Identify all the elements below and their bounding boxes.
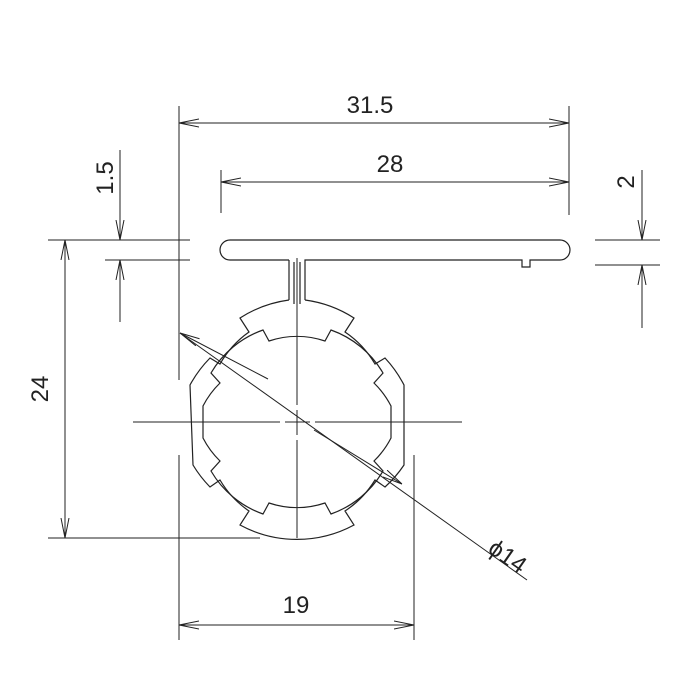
dim-bore-diameter: ϕ14 bbox=[483, 534, 531, 579]
dim-line-diameter bbox=[179, 332, 528, 581]
extension-lines bbox=[48, 106, 660, 640]
dim-flange-thickness: 1.5 bbox=[92, 161, 119, 194]
dim-tube-width: 19 bbox=[283, 592, 310, 619]
inner-bore bbox=[202, 329, 392, 515]
dim-total-height: 24 bbox=[27, 376, 54, 403]
dim-overall-width: 31.5 bbox=[347, 92, 394, 119]
top-flange bbox=[219, 239, 571, 300]
dimension-lines bbox=[65, 123, 642, 625]
outer-tube bbox=[189, 299, 405, 541]
dim-lip-height: 2 bbox=[613, 175, 640, 188]
profile-outline bbox=[189, 239, 571, 541]
dim-flange-width: 28 bbox=[377, 151, 404, 178]
dimension-texts: 31.5 28 1.5 2 24 19 ϕ14 bbox=[27, 92, 640, 619]
stem-slot bbox=[293, 262, 301, 304]
centerlines bbox=[133, 258, 462, 538]
